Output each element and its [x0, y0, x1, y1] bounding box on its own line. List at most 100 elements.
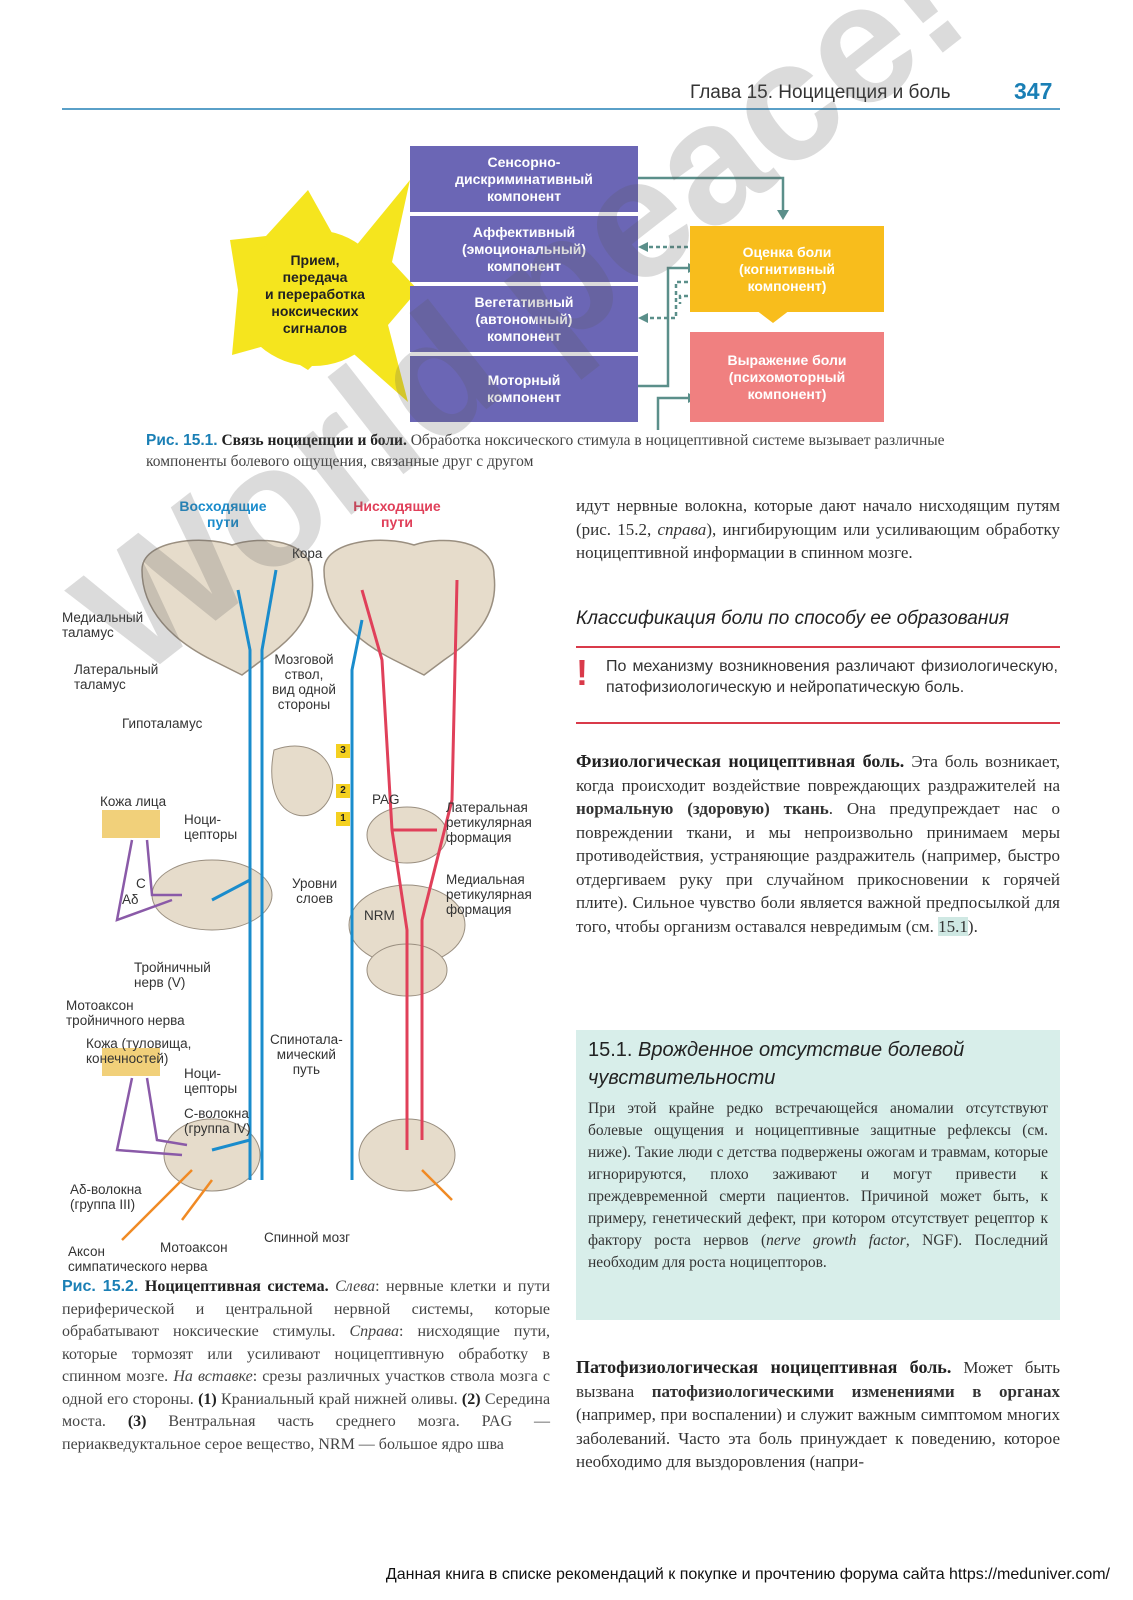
- label-lateral-rf: Латеральная ретикулярная формация: [446, 800, 532, 845]
- physiological-pain-paragraph: Физиологическая ноцицептивная боль. Эта …: [576, 750, 1060, 938]
- face-skin: [102, 810, 160, 838]
- label-body-skin: Кожа (туловища, конечностей): [86, 1036, 192, 1066]
- figure-15-1-graphics: [230, 176, 790, 430]
- vegetative-component-label: Вегетативный (автономный) компонент: [474, 293, 574, 344]
- figure-15-2-graphics: [102, 539, 496, 1241]
- label-levels: Уровни слоев: [292, 876, 338, 906]
- caption2-item1-num: (1): [198, 1390, 217, 1408]
- caption2-label: Рис. 15.2.: [62, 1278, 139, 1295]
- affective-component-label: Аффективный (эмоциональный) компонент: [461, 223, 587, 274]
- intro-paragraph: идут нервные волокна, которые дают начал…: [576, 494, 1060, 565]
- phys-title: Физиологическая ноцицептивная боль.: [576, 751, 905, 771]
- header-rule: [62, 108, 1060, 110]
- caption-title: Связь ноцицепции и боли.: [221, 432, 407, 449]
- phys-bold: нормальную (здоровую) ткань: [576, 799, 829, 818]
- label-face-skin: Кожа лица: [100, 794, 167, 809]
- figure-15-1-caption: Рис. 15.1. Связь ноцицепции и боли. Обра…: [146, 430, 988, 472]
- label-nociceptors: Ноци- цепторы: [184, 812, 238, 842]
- sensory-component-box: Сенсорно- дискриминативный компонент: [410, 146, 638, 212]
- label-hypothalamus: Гипоталамус: [122, 716, 203, 731]
- brainstem-inset: [271, 745, 334, 817]
- info-box-title: 15.1. Врожденное отсутствие болевой чувс…: [588, 1036, 1048, 1092]
- label-trigeminal: Тройничный нерв (V): [134, 960, 211, 990]
- label-ad: Aδ: [122, 892, 139, 907]
- info-box-title-text: Врожденное отсутствие болевой чувствител…: [588, 1039, 965, 1089]
- figure-15-2-caption: Рис. 15.2. Ноцицептивная система. Слева:…: [62, 1276, 550, 1456]
- caption-text: Обработка ноксического стимула в ноцицеп…: [146, 432, 945, 470]
- info-box-number: 15.1.: [588, 1039, 633, 1061]
- label-spinal-cord: Спинной мозг: [264, 1230, 351, 1245]
- patho-bold: патофизиологическими изменениями в орган…: [651, 1381, 1061, 1401]
- caption2-item3: Вентральная часть среднего мозга. PAG — …: [62, 1413, 551, 1453]
- label-c: C: [136, 876, 146, 891]
- intro-text-a: идут нервные волокна, которые дают начал…: [576, 496, 1060, 539]
- phys-text-b: . Она предупреждает нас о повреждении тк…: [576, 799, 1060, 936]
- descending-title: Нисходящие пути: [353, 498, 441, 530]
- brain-left: [141, 539, 314, 676]
- box-text-em: nerve growth factor: [766, 1232, 906, 1249]
- label-lateral-thalamus: Латеральный таламус: [74, 662, 159, 692]
- vegetative-component-box: Вегетативный (автономный) компонент: [410, 286, 638, 352]
- caption2-inset-text: : срезы различных участков ствола мозга …: [62, 1368, 551, 1408]
- intro-emphasis: справа: [657, 519, 707, 539]
- level-badge-1: 1: [336, 812, 350, 826]
- expression-box: Выражение боли (психомоторный компонент): [690, 332, 884, 422]
- exclamation-icon: !: [576, 652, 588, 693]
- footer-notice: Данная книга в списке рекомендаций к пок…: [385, 1566, 1110, 1583]
- patho-text-a: Может быть вызвана: [576, 1358, 1060, 1401]
- affective-component-box: Аффективный (эмоциональный) компонент: [410, 216, 638, 282]
- brain-right: [323, 539, 496, 676]
- caption2-inset-label: На вставке: [173, 1368, 253, 1385]
- note-top-rule: [576, 646, 1060, 648]
- section-3: [366, 806, 448, 864]
- section-heading: Классификация боли по способу ее образов…: [576, 608, 1010, 629]
- motor-component-label: Моторный компонент: [486, 372, 562, 405]
- body-skin: [102, 1048, 160, 1076]
- note-bottom-rule: [576, 722, 1060, 724]
- info-box-text: При этой крайне редко встречающейся аном…: [588, 1098, 1048, 1274]
- info-box: [576, 1030, 1060, 1320]
- ascending-title: Восходящие пути: [179, 498, 267, 530]
- page-number: 347: [1014, 78, 1053, 104]
- label-symp-axon: Аксон симпатического нерва: [68, 1244, 208, 1274]
- intro-text-b: ), ингибирующим или усиливающим обработк…: [576, 519, 1060, 563]
- level-badge-3: 3: [336, 744, 350, 758]
- note-text: По механизму возникновения различают физ…: [606, 658, 1058, 696]
- patho-title: Патофизиологическая ноцицептивная боль.: [576, 1357, 952, 1377]
- cross-reference-link[interactable]: 15.1: [938, 916, 968, 936]
- running-header-chapter: Глава 15. Ноцицепция и боль: [690, 82, 951, 103]
- caption2-left-text: : нервные клетки и пути периферической и…: [62, 1278, 550, 1340]
- label-pag: PAG: [372, 792, 400, 807]
- label-ad-fibers: Aδ-волокна (группа III): [70, 1182, 142, 1212]
- label-spinothalamic: Спинотала- мический путь: [270, 1032, 343, 1077]
- motor-component-box: Моторный компонент: [410, 356, 638, 422]
- caption2-item2: Середина моста.: [62, 1390, 551, 1431]
- caption2-item3-num: (3): [127, 1413, 147, 1430]
- caption-label: Рис. 15.1.: [146, 432, 218, 449]
- caption2-right-label: Справа: [349, 1323, 400, 1340]
- caption2-item2-num: (2): [461, 1390, 481, 1408]
- expression-label: Выражение боли (психомоторный компонент): [727, 351, 847, 402]
- sensory-component-label: Сенсорно- дискриминативный компонент: [455, 153, 593, 204]
- label-motor-axon: Мотоаксон: [160, 1240, 228, 1255]
- evaluation-box: Оценка боли (когнитивный компонент): [690, 226, 884, 312]
- label-trigeminal-motor: Мотоаксон тройничного нерва: [66, 998, 185, 1028]
- box-text-b: , NGF). Последний необходим для роста но…: [588, 1232, 1049, 1271]
- caption2-title: Ноцицептивная система.: [144, 1278, 329, 1295]
- caption2-item1: Краниальный край нижней оливы.: [221, 1390, 458, 1408]
- phys-text-a: Эта боль возникает, когда происходит воз…: [576, 752, 1060, 795]
- evaluation-label: Оценка боли (когнитивный компонент): [738, 243, 836, 294]
- pathophysiological-pain-paragraph: Патофизиологическая ноцицептивная боль. …: [576, 1356, 1060, 1474]
- caption2-right-text: : нисходящие пути, которые тормозят или …: [62, 1323, 551, 1385]
- label-c-fibers: С-волокна (группа IV): [184, 1106, 251, 1136]
- burst-label: Прием, передача и переработка ноксически…: [265, 252, 365, 336]
- phys-text-c: ).: [967, 916, 978, 936]
- label-medial-rf: Медиальная ретикулярная формация: [446, 872, 532, 917]
- label-nociceptors-2: Ноци- цепторы: [184, 1066, 238, 1096]
- label-cortex: Кора: [292, 546, 323, 561]
- patho-text-b: (например, при воспалении) и служит важн…: [576, 1405, 1060, 1471]
- label-medial-thalamus: Медиальный таламус: [62, 610, 144, 640]
- label-brainstem: Мозговой ствол, вид одной стороны: [272, 652, 336, 712]
- box-text-a: При этой крайне редко встречающейся аном…: [588, 1100, 1048, 1249]
- caption2-left-label: Слева: [335, 1278, 376, 1295]
